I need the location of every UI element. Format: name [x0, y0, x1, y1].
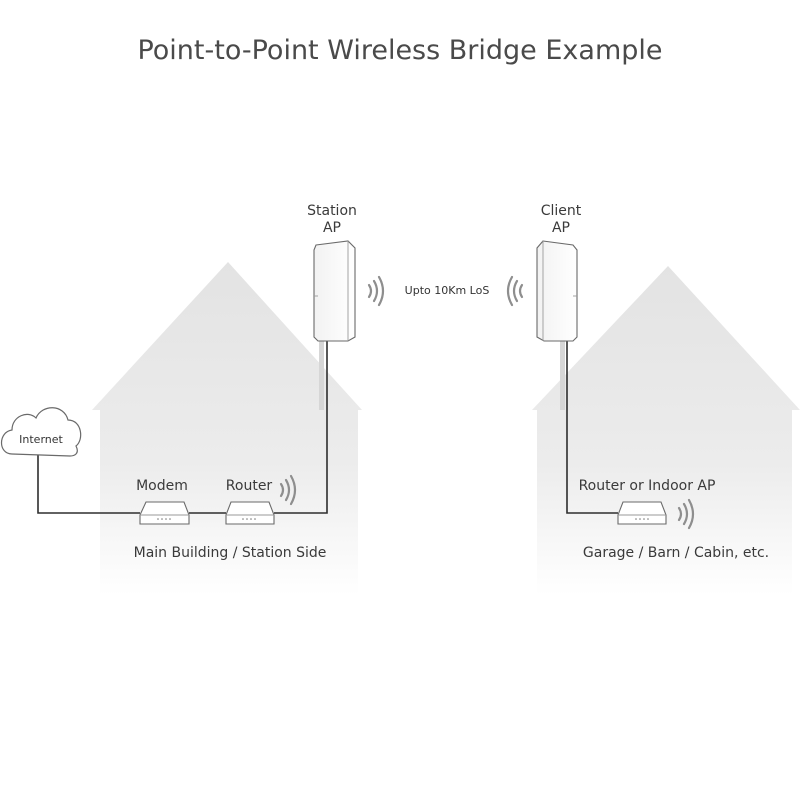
remote-router-icon [617, 501, 667, 525]
station-ap-pole [319, 340, 324, 410]
client-ap-to-router-cable [566, 340, 618, 514]
client-ap-label-line2: AP [552, 220, 570, 236]
station-ap-icon [313, 240, 356, 342]
wifi-signal-icon [677, 498, 695, 530]
modem-device: Modem [136, 478, 190, 525]
station-ap-label-line1: Station [307, 203, 357, 219]
remote-router-device: Router or Indoor AP [579, 478, 716, 530]
router-device: Router [225, 474, 297, 525]
internet-cloud: Internet [0, 407, 82, 457]
remote-building-caption: Garage / Barn / Cabin, etc. [583, 545, 769, 561]
wifi-signal-icon [367, 275, 385, 307]
modem-icon [139, 501, 190, 525]
wifi-signal-icon [279, 474, 297, 506]
remote-router-label: Router or Indoor AP [579, 478, 716, 494]
wifi-signal-icon [506, 275, 524, 307]
modem-label: Modem [136, 478, 188, 494]
internet-to-modem-cable [37, 455, 140, 514]
modem-led [157, 518, 159, 520]
modem-led [169, 518, 171, 520]
client-ap-pole [560, 340, 565, 410]
cloud-icon [0, 407, 82, 457]
router-to-station-ap-cable [274, 340, 328, 514]
router-led [246, 518, 248, 520]
remote-router-led [647, 518, 649, 520]
remote-router-led [639, 518, 641, 520]
remote-router-led [643, 518, 645, 520]
router-icon [225, 501, 275, 525]
router-led [242, 518, 244, 520]
client-ap-icon [536, 240, 578, 342]
modem-led [165, 518, 167, 520]
internet-label: Internet [19, 433, 63, 446]
client-ap-label-line1: Client [541, 203, 582, 219]
station-ap-label-line2: AP [323, 220, 341, 236]
station-ap: Station AP [307, 203, 385, 342]
remote-router-led [635, 518, 637, 520]
client-ap: Client AP [506, 203, 582, 342]
router-label: Router [226, 478, 273, 494]
router-led [254, 518, 256, 520]
cables [37, 340, 618, 514]
page-title: Point-to-Point Wireless Bridge Example [137, 35, 662, 66]
link-distance-label: Upto 10Km LoS [405, 284, 490, 297]
modem-led [161, 518, 163, 520]
main-building-caption: Main Building / Station Side [134, 545, 327, 561]
router-led [250, 518, 252, 520]
